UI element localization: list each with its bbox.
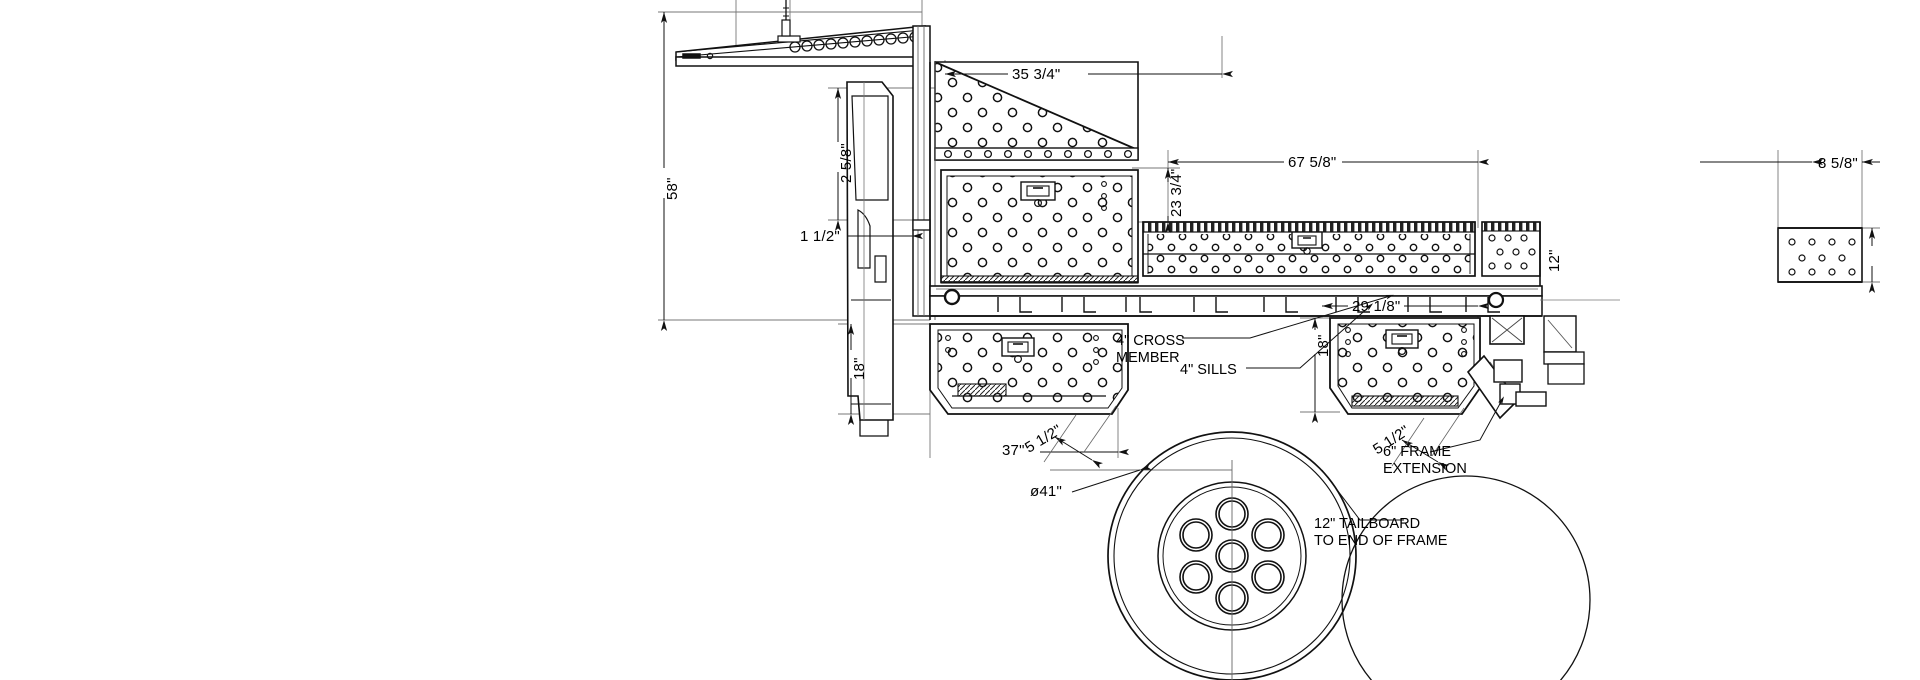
dim-underbody-box-height: 18" xyxy=(851,357,868,380)
dim-toolbox-height: 23 3/4" xyxy=(1168,168,1185,217)
dim-bed-length: 67 5/8" xyxy=(1288,154,1337,171)
dim-tailboard-offset: 8 5/8" xyxy=(1818,155,1858,172)
dim-tire-diameter: ø41" xyxy=(1030,483,1062,500)
dim-rear-box-height: 18" xyxy=(1315,334,1332,357)
dim-front-box-length: 37" xyxy=(1002,442,1025,459)
dim-headboard-length: 35 3/4" xyxy=(1012,66,1061,83)
note-tailboard: 12" TAILBOARD TO END OF FRAME xyxy=(1314,516,1448,549)
dim-headboard-thickness: 1 1/2" xyxy=(800,228,840,245)
note-cross-member: 4" CROSS MEMBER xyxy=(1116,333,1185,366)
note-frame-extension: 6" FRAME EXTENSION xyxy=(1383,444,1467,477)
note-sills: 4" SILLS xyxy=(1180,362,1237,378)
dim-rear-overhang: 29 1/8" xyxy=(1352,298,1401,315)
dim-tailboard-height: 12" xyxy=(1546,249,1563,272)
dim-crane-mast-offset: 2 5/8" xyxy=(838,143,855,183)
dim-overall-height: 58" xyxy=(664,177,681,200)
